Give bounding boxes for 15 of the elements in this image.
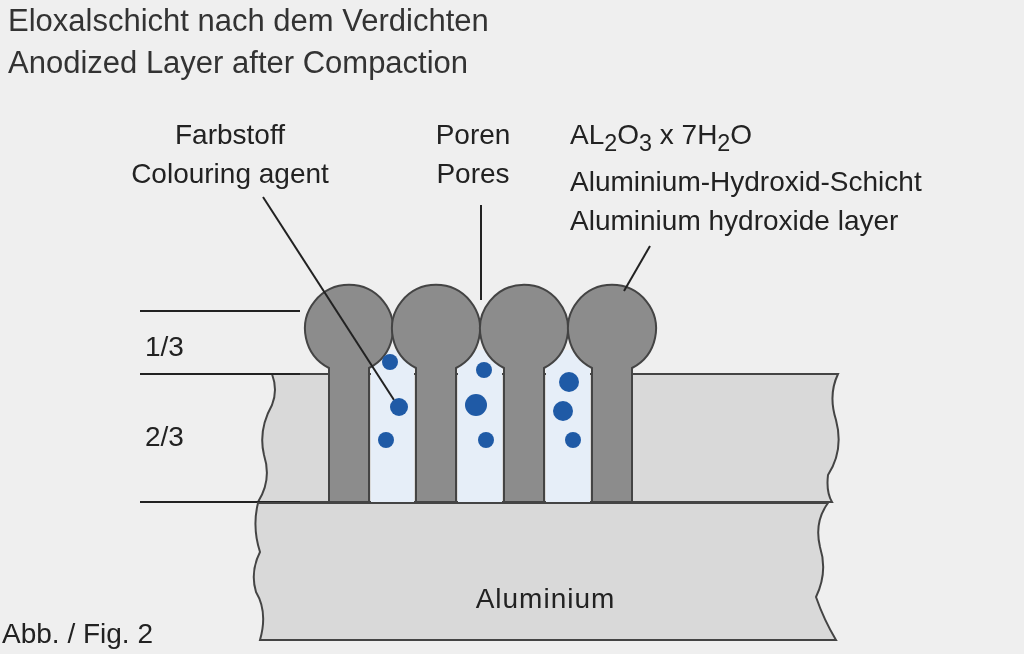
callout-text: Pores [435,157,511,191]
leader-line [623,245,651,292]
callout-text: Aluminium hydroxide layer [570,203,900,238]
callout-text: Colouring agent [130,157,330,191]
figure-number: Abb. / Fig. 2 [2,617,153,651]
leader-line [480,204,482,301]
callout-text: AL$_{2}$O$_{3}$ x 7H$_{2}$O [570,118,754,158]
leader-line [262,196,395,401]
dimension-label: 1/3 [145,330,184,364]
callout-text: Aluminium-Hydroxid-Schicht [570,164,923,199]
part-label: Aluminium [474,582,617,616]
dimension-label: 2/3 [145,420,184,454]
callout-text: Farbstoff [174,118,286,152]
title: Eloxalschicht nach dem Verdichten Anodized Layer after Compaction [8,2,490,82]
callout-text: Poren [434,118,512,152]
